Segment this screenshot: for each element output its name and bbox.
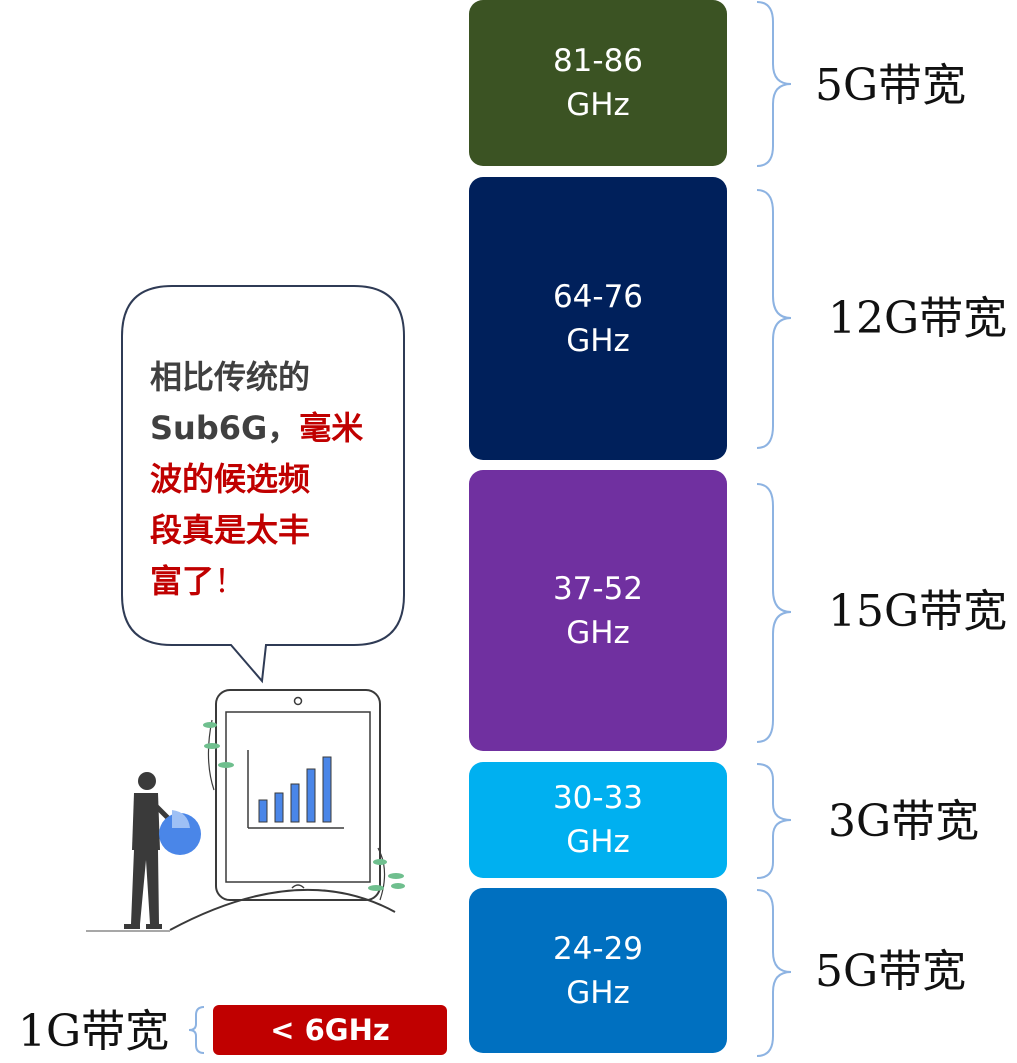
band-30-33: 30-33 GHz: [469, 762, 727, 878]
band-unit: GHz: [566, 614, 630, 651]
bracket-right-icon: [756, 889, 792, 1057]
bracket-right-icon: [756, 483, 792, 743]
bracket-right-icon: [756, 189, 792, 449]
band-37-52: 37-52 GHz: [469, 470, 727, 751]
band-range: 30-33: [552, 780, 644, 816]
band-range: 37-52: [552, 570, 644, 607]
band-range: 24-29: [552, 930, 644, 967]
band-range: 81-86: [552, 43, 644, 79]
bandwidth-label: 5G带宽: [815, 60, 967, 111]
band-unit: GHz: [566, 824, 630, 860]
sub6-bandwidth-label: 1G带宽: [18, 1006, 170, 1057]
bracket-right-icon: [756, 763, 792, 879]
sub6-band: < 6GHz: [213, 1005, 447, 1055]
bracket-right-icon: [756, 1, 792, 167]
band-range: 64-76: [552, 278, 644, 315]
band-unit: GHz: [566, 322, 630, 359]
band-unit: GHz: [566, 87, 630, 123]
band-24-29: 24-29 GHz: [469, 888, 727, 1053]
brace-left-icon: [188, 1006, 205, 1054]
bubble-text: 相比传统的 Sub6G，毫米 波的候选频 段真是太丰 富了！: [150, 358, 364, 600]
band-64-76: 64-76 GHz: [469, 177, 727, 460]
sub6-label: < 6GHz: [270, 1013, 390, 1047]
bandwidth-label: 15G带宽: [828, 586, 1008, 637]
bandwidth-label: 12G带宽: [828, 293, 1008, 344]
band-unit: GHz: [566, 974, 630, 1011]
bandwidth-label: 3G带宽: [828, 796, 980, 847]
band-81-86: 81-86 GHz: [469, 0, 727, 166]
bandwidth-label: 5G带宽: [815, 946, 967, 997]
